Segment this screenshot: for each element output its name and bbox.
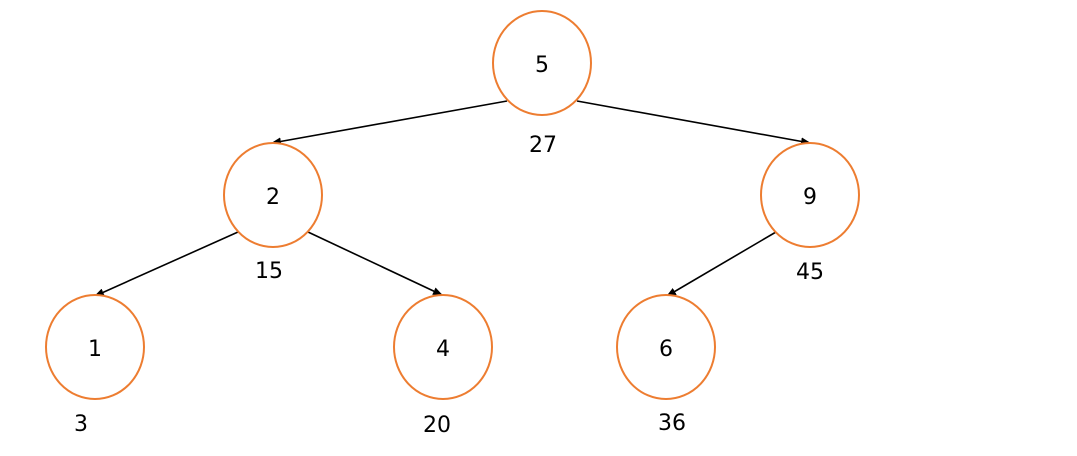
- edge-5-to-2: [271, 100, 508, 146]
- edge-9-to-6: [666, 231, 777, 297]
- node-circle: [223, 142, 323, 248]
- node-sum-label: 27: [529, 133, 557, 158]
- node-sum-label: 45: [796, 260, 824, 285]
- node-sum-label: 36: [658, 411, 686, 436]
- tree-node-2: 2 15: [223, 142, 323, 284]
- tree-node-1: 1 3: [45, 294, 145, 437]
- node-circle: [45, 294, 145, 400]
- tree-edges: [94, 100, 811, 297]
- node-sum-label: 3: [74, 412, 88, 437]
- node-circle: [760, 142, 860, 248]
- node-sum-label: 15: [255, 259, 283, 284]
- node-value: 4: [436, 337, 450, 362]
- node-value: 9: [803, 185, 817, 210]
- tree-node-6: 6 36: [616, 294, 716, 436]
- node-value: 2: [266, 185, 280, 210]
- tree-node-4: 4 20: [393, 294, 493, 438]
- tree-node-9: 9 45: [760, 142, 860, 285]
- node-value: 6: [659, 337, 673, 362]
- node-circle: [616, 294, 716, 400]
- node-circle: [492, 10, 592, 116]
- node-value: 5: [535, 53, 549, 78]
- tree-node-5: 5 27: [492, 10, 592, 158]
- node-value: 1: [88, 337, 102, 362]
- edge-5-to-9: [576, 100, 811, 146]
- edge-2-to-1: [94, 231, 239, 297]
- node-circle: [393, 294, 493, 400]
- node-sum-label: 20: [423, 413, 451, 438]
- edge-2-to-4: [307, 231, 443, 296]
